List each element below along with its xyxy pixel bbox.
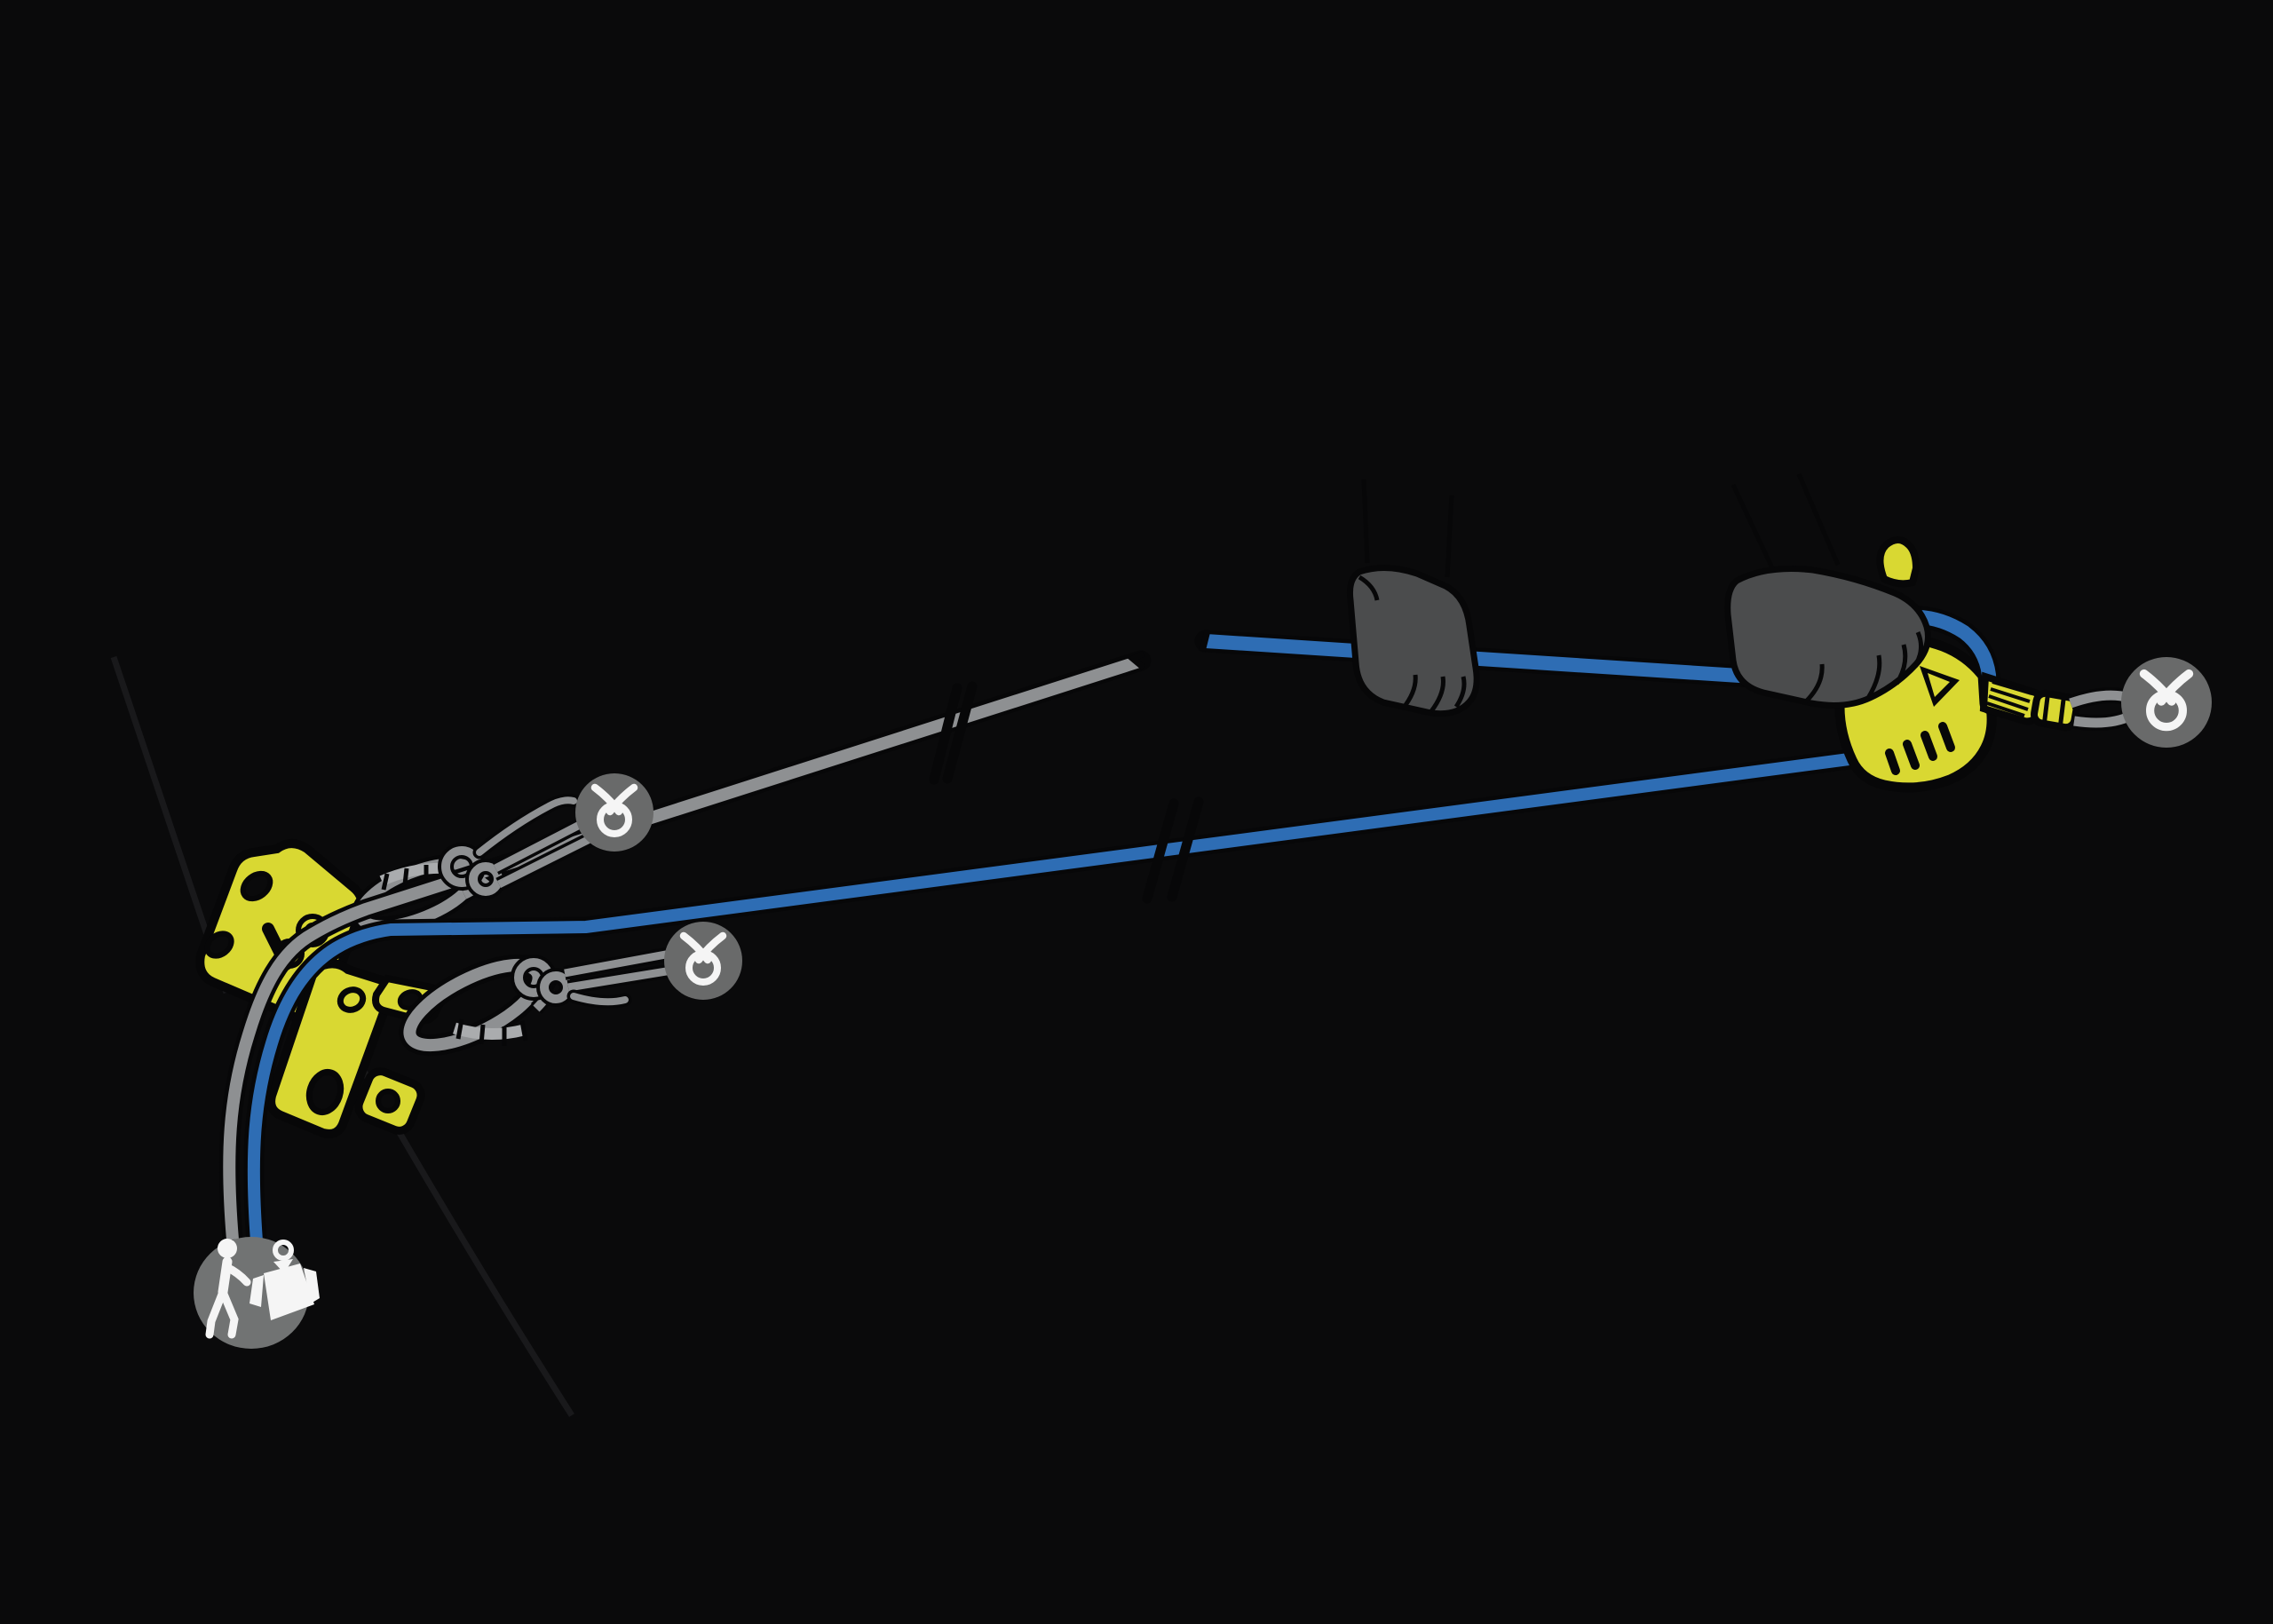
- main-rope-gray: [218, 650, 1152, 1250]
- carabiner-lower: [399, 954, 550, 1057]
- person-icon: [205, 1239, 251, 1339]
- roller-hole: [305, 1069, 345, 1115]
- gloved-hand-right: [1724, 473, 1931, 709]
- rope-break-marks: [929, 681, 1204, 904]
- load-icon: [194, 1237, 320, 1349]
- main-rope-blue: [243, 744, 1893, 1252]
- roller-bolt: [337, 986, 367, 1013]
- left-forearm-lines: [1361, 479, 1454, 578]
- anchor-icon-3: [2121, 657, 2212, 748]
- anchor-icon-1: [575, 773, 653, 852]
- blue-rope-cut-end: [1199, 630, 1211, 653]
- roller-rear-tab: [354, 1067, 425, 1135]
- load-bag-icon: [249, 1240, 320, 1320]
- gloved-hand-left: [1347, 479, 1480, 717]
- descender-handle: [1876, 536, 1921, 588]
- gray-rope-cut-end: [1127, 650, 1146, 670]
- anchor-icon-2: [664, 922, 742, 1000]
- grip-slots: [1885, 722, 1955, 775]
- edge-roller: [266, 959, 445, 1138]
- anchor-cord-1: [438, 793, 616, 902]
- right-forearm-lines: [1730, 473, 1841, 574]
